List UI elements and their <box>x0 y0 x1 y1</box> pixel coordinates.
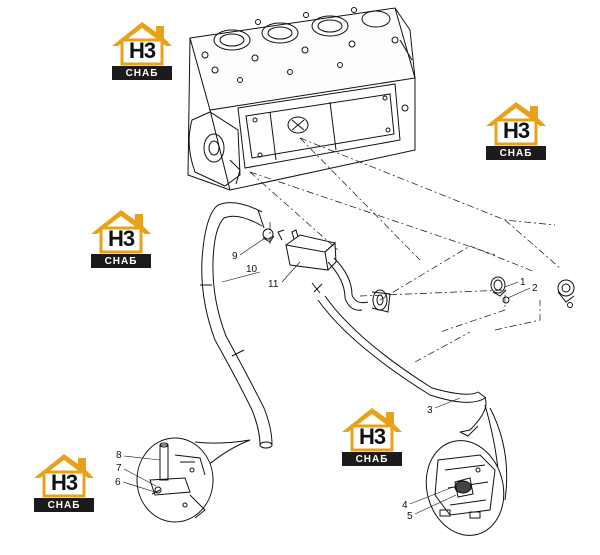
callout-8: 8 <box>116 450 122 461</box>
breather-tube <box>317 295 487 437</box>
callout-10: 10 <box>246 264 258 275</box>
watermark-logo-small-text: СНАБ <box>47 500 81 511</box>
callout-9: 9 <box>232 251 238 262</box>
detail-view-right <box>425 404 508 536</box>
callout-7: 7 <box>116 463 122 474</box>
callout-1: 1 <box>520 277 526 288</box>
watermark-logo-shape <box>486 102 546 160</box>
callout-2: 2 <box>532 283 538 294</box>
watermark-logo-small-text: СНАБ <box>104 256 138 267</box>
watermark-logo-small-text: СНАБ <box>499 148 533 159</box>
callout-3: 3 <box>427 405 433 416</box>
watermark-logo-shape <box>342 408 402 466</box>
watermark-logo-big-text: H3 <box>107 226 135 251</box>
watermark-logo-big-text: H3 <box>358 424 386 449</box>
watermark-logo-small-text: СНАБ <box>125 68 159 79</box>
leader-lines <box>122 237 531 515</box>
watermark-logo-2: H3 СНАБ <box>482 98 552 164</box>
watermark-logo-small-text: СНАБ <box>355 454 389 465</box>
watermark-logo-big-text: H3 <box>50 470 78 495</box>
detail-view-left <box>136 437 251 523</box>
watermark-logo-4: H3 СНАБ <box>338 404 408 470</box>
callout-11: 11 <box>268 279 279 290</box>
callout-5: 5 <box>407 511 413 522</box>
watermark-logo-big-text: H3 <box>502 118 530 143</box>
engine-block <box>187 7 416 191</box>
callout-4: 4 <box>402 500 408 511</box>
watermark-logo-3: H3 СНАБ <box>87 206 157 272</box>
callout-6: 6 <box>115 477 121 488</box>
watermark-logo-shape <box>112 22 172 80</box>
watermark-logo-shape <box>91 210 151 268</box>
watermark-logo-1: H3 СНАБ <box>108 18 178 84</box>
breather-hose <box>200 202 273 449</box>
watermark-logo-shape <box>34 454 94 512</box>
breather-separator <box>277 229 391 313</box>
watermark-logo-big-text: H3 <box>128 38 156 63</box>
hose-clamps <box>262 228 575 308</box>
watermark-logo-5: H3 СНАБ <box>30 450 100 516</box>
